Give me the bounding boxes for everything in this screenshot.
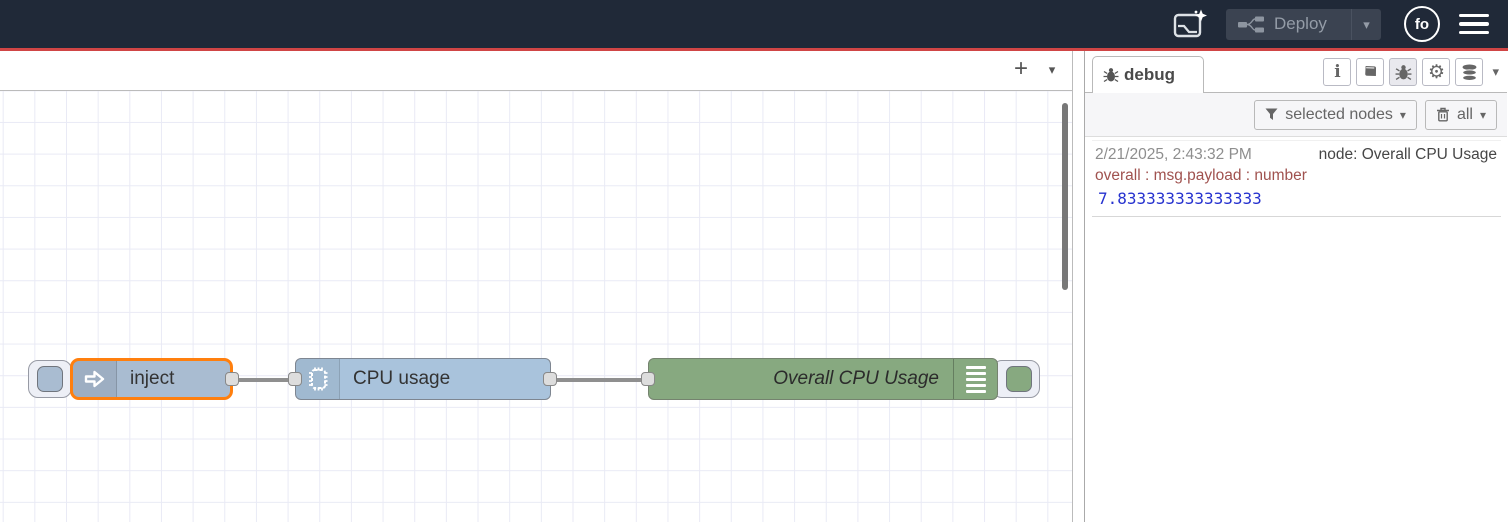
debug-filter-button[interactable]: selected nodes ▾ [1254,99,1417,130]
tab-help-button[interactable] [1356,58,1385,86]
debug-clear-label: all [1456,105,1473,123]
deploy-button[interactable]: Deploy ▾ [1226,8,1381,40]
debug-filter-bar: selected nodes ▾ all ▾ [1085,93,1507,137]
flow-canvas[interactable]: inject CPU usage [0,91,1072,522]
inject-trigger-button[interactable] [28,360,72,398]
top-header: Deploy ▾ fo [0,0,1508,48]
database-icon [1461,64,1478,81]
deploy-options-chevron-icon[interactable]: ▾ [1351,8,1381,40]
bug-icon [1395,64,1412,81]
flow-tab-bar: + ▾ [0,51,1072,91]
add-flow-button[interactable]: + [1013,55,1028,82]
debug-message-value: 7.833333333333333 [1098,189,1262,208]
debug-clear-button[interactable]: all ▾ [1424,99,1497,130]
sidebar-panel: debug i [1085,51,1507,522]
tab-debug-button[interactable] [1389,58,1418,86]
hamburger-icon [1459,13,1489,18]
tab-context-button[interactable] [1455,58,1484,86]
bug-icon [1103,67,1119,83]
info-icon: i [1334,62,1341,82]
funnel-icon [1265,108,1278,121]
canvas-vertical-scrollbar[interactable] [1062,103,1068,290]
main-menu-button[interactable] [1459,10,1489,39]
trash-icon [1436,107,1450,122]
assistant-button[interactable] [1170,6,1210,42]
debug-message: 2/21/2025, 2:43:32 PM node: Overall CPU … [1092,140,1501,217]
assistant-icon [1172,8,1208,40]
debug-filter-label: selected nodes [1285,105,1393,123]
tab-debug-label: debug [1124,65,1175,84]
port-cpu-input[interactable] [288,372,302,386]
sidebar-menu-chevron-icon[interactable]: ▾ [1492,64,1499,79]
gear-icon: ⚙ [1427,61,1445,83]
debug-message-list: 2/21/2025, 2:43:32 PM node: Overall CPU … [1085,137,1507,522]
debug-enable-toggle[interactable] [992,360,1040,398]
wire-inject-to-cpu[interactable] [230,378,296,382]
sidebar-tab-bar: debug i [1085,51,1507,93]
book-icon [1362,64,1379,80]
tab-info-button[interactable]: i [1323,58,1352,86]
deploy-label: Deploy [1274,14,1327,33]
wire-cpu-to-debug[interactable] [548,378,646,382]
debug-message-timestamp: 2/21/2025, 2:43:32 PM [1095,146,1252,163]
node-cpu-usage[interactable]: CPU usage [295,358,551,400]
header-accent-line [0,48,1508,51]
user-avatar[interactable]: fo [1404,6,1440,42]
node-overall-cpu-usage-label: Overall CPU Usage [773,368,939,389]
filter-chevron-icon: ▾ [1399,107,1406,122]
clear-chevron-icon: ▾ [1479,107,1486,122]
microchip-icon [305,365,331,393]
tab-config-button[interactable]: ⚙ [1422,58,1451,86]
node-inject[interactable]: inject [70,358,233,400]
deploy-icon [1238,16,1264,33]
node-cpu-usage-label: CPU usage [353,368,451,389]
debug-message-node: node: Overall CPU Usage [1318,146,1497,163]
inject-arrow-icon [82,367,107,391]
port-debug-input[interactable] [641,372,655,386]
workspace-area: + ▾ inject [0,51,1073,522]
port-inject-output[interactable] [225,372,239,386]
debug-message-property: overall : msg.payload : number [1095,167,1307,184]
debug-lines-icon [953,359,997,399]
flow-list-chevron-icon[interactable]: ▾ [1048,62,1056,77]
node-inject-label: inject [130,368,175,389]
sidebar-resize-handle[interactable] [1073,51,1085,522]
node-overall-cpu-usage[interactable]: Overall CPU Usage [648,358,998,400]
port-cpu-output[interactable] [543,372,557,386]
tab-debug[interactable]: debug [1092,56,1204,93]
